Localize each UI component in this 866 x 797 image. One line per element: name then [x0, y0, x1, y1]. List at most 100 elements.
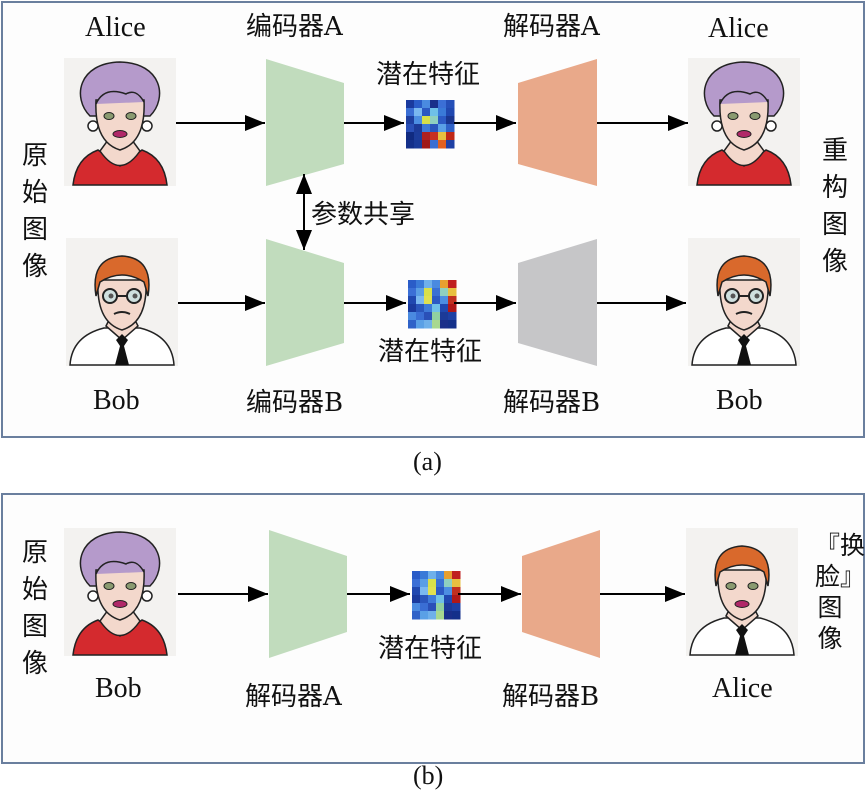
- heatmap-cell: [408, 312, 417, 321]
- heatmap-cell: [446, 108, 455, 117]
- heatmap-cell: [440, 312, 449, 321]
- orange-hair: [94, 255, 150, 297]
- heatmap-cell: [428, 571, 437, 580]
- heatmap-cell: [416, 312, 425, 321]
- latent-feature-map-a-bottom: [408, 280, 457, 329]
- earring: [87, 590, 99, 602]
- heatmap-cell: [416, 320, 425, 329]
- heatmap-cell: [440, 280, 449, 289]
- panel-b-input-face: [64, 528, 176, 656]
- heatmap-cell: [406, 100, 415, 109]
- heatmap-cell: [412, 603, 421, 612]
- orange-hair: [714, 545, 770, 587]
- heatmap-cell: [414, 124, 423, 133]
- bob-face-input: [66, 238, 178, 366]
- latent-label-bottom: 潜在特征: [378, 337, 483, 367]
- heatmap-cell: [444, 579, 453, 588]
- heatmap-cell: [406, 132, 415, 141]
- orange-hair: [716, 255, 772, 297]
- heatmap-cell: [416, 288, 425, 297]
- heatmap-cell: [408, 296, 417, 305]
- heatmap-cell: [406, 108, 415, 117]
- eye: [725, 582, 737, 590]
- heatmap-cell: [436, 579, 445, 588]
- heatmap-cell: [422, 140, 431, 149]
- bob-input-label: Bob: [93, 385, 140, 416]
- black-tie: [115, 334, 129, 365]
- heatmap-cell: [422, 100, 431, 109]
- latent-feature-map-b: [412, 571, 461, 620]
- heatmap-cell: [448, 320, 457, 329]
- decoder-panel-b-shape: [522, 530, 600, 658]
- heatmap-cell: [414, 132, 423, 141]
- heatmap-cell: [438, 124, 447, 133]
- heatmap-cell: [448, 296, 457, 305]
- heatmap-cell: [438, 140, 447, 149]
- bob-output-label: Bob: [716, 385, 763, 416]
- heatmap-cell: [432, 304, 441, 313]
- heatmap-cell: [448, 280, 457, 289]
- heatmap-cell: [432, 312, 441, 321]
- heatmap-cell: [444, 611, 453, 620]
- black-tie: [735, 624, 749, 655]
- heatmap-cell: [424, 280, 433, 289]
- heatmap-cell: [420, 603, 429, 612]
- heatmap-cell: [420, 571, 429, 580]
- heatmap-cell: [412, 571, 421, 580]
- latent-feature-map-a-top: [406, 100, 455, 149]
- alice-input-label: Alice: [85, 12, 146, 43]
- panel-b-right-label: 『换脸』图像: [815, 531, 866, 653]
- panel-b-decoder-label: 解码器B: [502, 682, 600, 712]
- heatmap-cell: [436, 587, 445, 596]
- panel-b-swapped-face: [686, 528, 798, 656]
- heatmap-cell: [408, 288, 417, 297]
- heatmap-cell: [444, 587, 453, 596]
- mustache: [735, 311, 753, 315]
- heatmap-cell: [406, 124, 415, 133]
- heatmap-cell: [430, 124, 439, 133]
- heatmap-cell: [438, 100, 447, 109]
- heatmap-cell: [424, 296, 433, 305]
- earring: [141, 590, 153, 602]
- earring: [87, 120, 99, 132]
- earring: [711, 120, 723, 132]
- heatmap-cell: [448, 288, 457, 297]
- heatmap-cell: [438, 132, 447, 141]
- encoder-a-shape: [266, 59, 344, 186]
- heatmap-cell: [420, 587, 429, 596]
- heatmap-cell: [414, 100, 423, 109]
- alice-face-reconstructed: [688, 58, 800, 186]
- heatmap-cell: [430, 132, 439, 141]
- panel-b-encoder-label: 解码器A: [245, 682, 342, 712]
- heatmap-cell: [414, 140, 423, 149]
- heatmap-cell: [422, 108, 431, 117]
- heatmap-cell: [428, 611, 437, 620]
- encoder-b-shape: [266, 239, 344, 366]
- heatmap-cell: [414, 116, 423, 125]
- lips: [734, 600, 750, 608]
- heatmap-cell: [436, 603, 445, 612]
- panel-a-left-label: 原始图像: [21, 141, 48, 282]
- heatmap-cell: [408, 320, 417, 329]
- heatmap-cell: [432, 288, 441, 297]
- heatmap-cell: [408, 304, 417, 313]
- panel-a-right-label: 重构图像: [821, 136, 848, 277]
- heatmap-cell: [424, 288, 433, 297]
- decoder-a-shape: [518, 59, 597, 186]
- heatmap-cell: [446, 116, 455, 125]
- heatmap-cell: [452, 611, 461, 620]
- heatmap-cell: [430, 140, 439, 149]
- earring: [141, 120, 153, 132]
- heatmap-cell: [440, 304, 449, 313]
- eye: [103, 582, 115, 590]
- heatmap-cell: [446, 140, 455, 149]
- heatmap-cell: [452, 579, 461, 588]
- eye: [125, 582, 137, 590]
- heatmap-cell: [452, 603, 461, 612]
- panel-b-input-label: Bob: [95, 673, 142, 704]
- heatmap-cell: [416, 304, 425, 313]
- caption-a: (a): [413, 447, 442, 476]
- heatmap-cell: [440, 288, 449, 297]
- heatmap-cell: [420, 595, 429, 604]
- heatmap-cell: [448, 304, 457, 313]
